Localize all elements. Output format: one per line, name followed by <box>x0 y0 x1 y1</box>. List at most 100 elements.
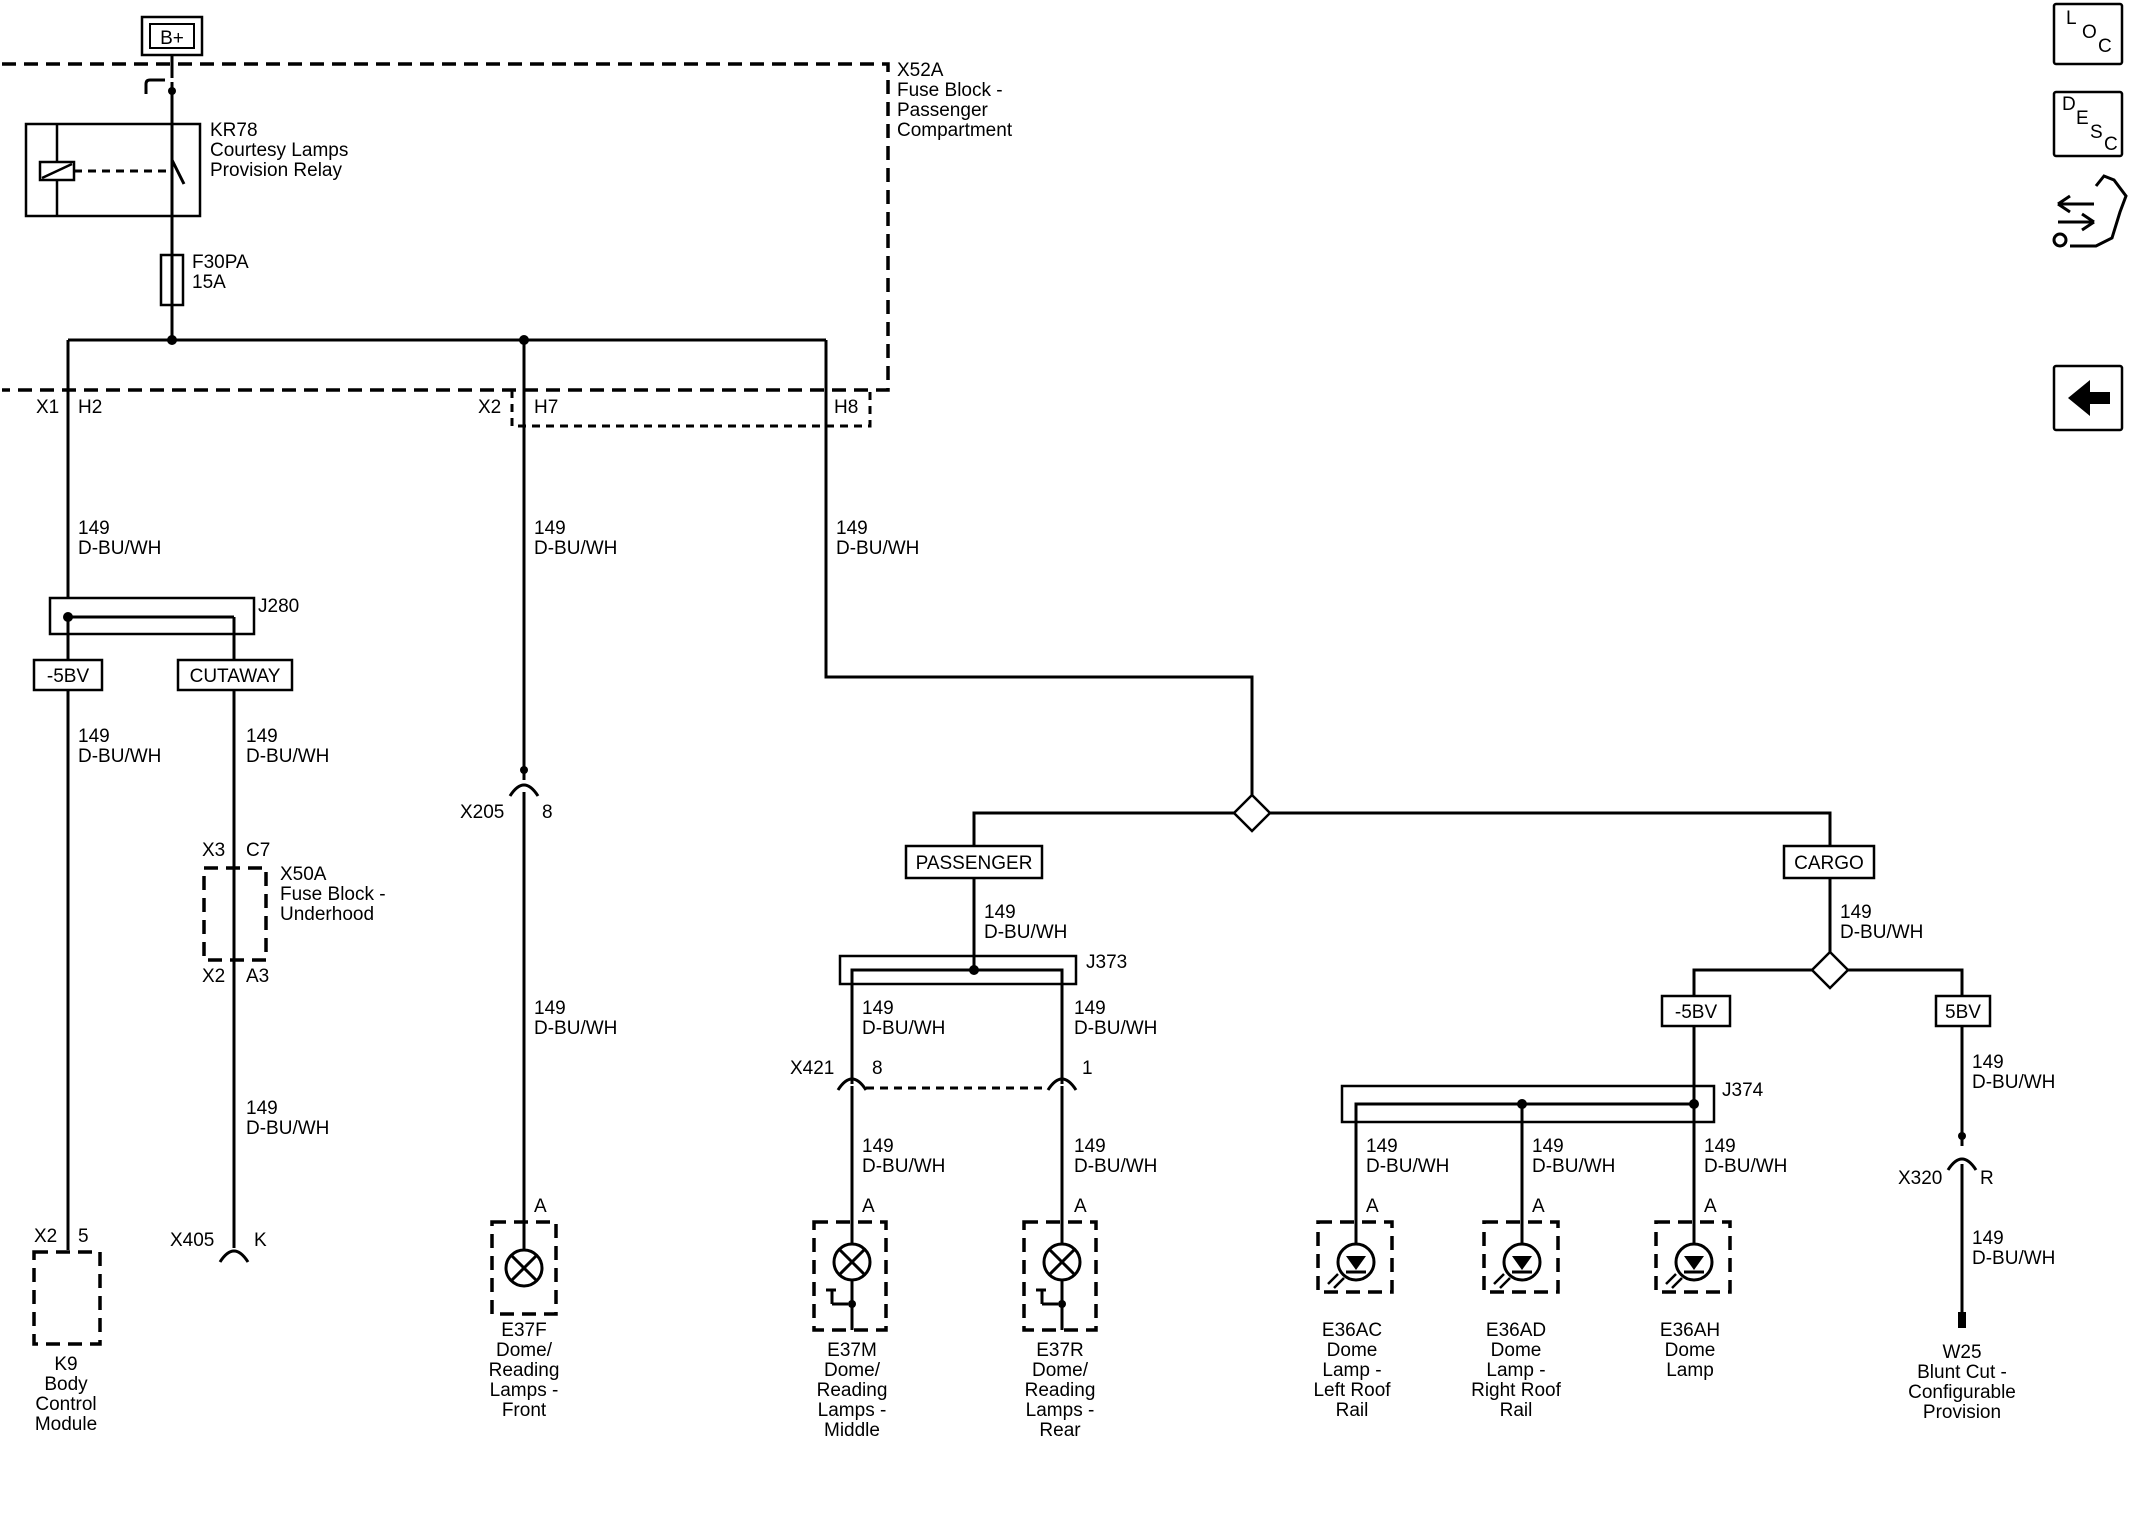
option-cargo <box>1782 844 1876 880</box>
body-control-module <box>32 1250 102 1346</box>
svg-text:8: 8 <box>872 1058 883 1079</box>
option-split-diamond <box>1232 793 1272 833</box>
svg-text:1: 1 <box>1082 1058 1093 1079</box>
svg-text:Reading: Reading <box>1025 1380 1096 1401</box>
dome-lamp-middle <box>812 1220 888 1332</box>
svg-text:149: 149 <box>246 1098 278 1119</box>
svg-text:Left Roof: Left Roof <box>1313 1380 1391 1401</box>
svg-text:Passenger: Passenger <box>897 100 989 121</box>
svg-text:149: 149 <box>1366 1136 1398 1157</box>
svg-text:A: A <box>1366 1196 1379 1217</box>
svg-text:E37F: E37F <box>501 1320 546 1341</box>
svg-text:S: S <box>2090 122 2103 143</box>
svg-text:Underhood: Underhood <box>280 904 374 925</box>
svg-text:Middle: Middle <box>824 1420 880 1441</box>
svg-text:D-BU/WH: D-BU/WH <box>1532 1156 1615 1177</box>
svg-text:A: A <box>862 1196 875 1217</box>
battery-positive-terminal: B+ <box>140 15 204 57</box>
svg-text:149: 149 <box>78 518 110 539</box>
fuse-block-passenger-id: X52A <box>897 60 944 81</box>
svg-text:L: L <box>2066 8 2077 29</box>
svg-text:B+: B+ <box>160 28 184 49</box>
dome-lamp-e36ah <box>1654 1220 1732 1294</box>
svg-text:149: 149 <box>1840 902 1872 923</box>
svg-text:D: D <box>2062 94 2076 115</box>
svg-text:Lamp: Lamp <box>1666 1360 1714 1381</box>
svg-text:J374: J374 <box>1722 1080 1764 1101</box>
svg-text:149: 149 <box>1074 1136 1106 1157</box>
svg-text:D-BU/WH: D-BU/WH <box>984 922 1067 943</box>
svg-text:Dome/: Dome/ <box>824 1360 881 1381</box>
description-button[interactable]: D E S C <box>2052 90 2124 158</box>
svg-text:K: K <box>254 1230 267 1251</box>
svg-text:Dome: Dome <box>1491 1340 1542 1361</box>
svg-text:A3: A3 <box>246 966 269 987</box>
back-button[interactable] <box>2052 364 2124 432</box>
svg-text:CUTAWAY: CUTAWAY <box>190 666 281 687</box>
dome-lamp-rear <box>1022 1220 1098 1332</box>
svg-text:J373: J373 <box>1086 952 1127 973</box>
svg-text:Dome: Dome <box>1665 1340 1716 1361</box>
svg-text:Provision Relay: Provision Relay <box>210 160 342 181</box>
svg-text:A: A <box>1074 1196 1087 1217</box>
svg-text:Lamp -: Lamp - <box>1322 1360 1381 1381</box>
splice-j280 <box>48 596 256 636</box>
svg-text:15A: 15A <box>192 272 226 293</box>
svg-text:W25: W25 <box>1942 1342 1981 1363</box>
svg-text:149: 149 <box>246 726 278 747</box>
svg-text:A: A <box>1532 1196 1545 1217</box>
option-5bv <box>1934 994 1992 1028</box>
connector-x320 <box>1946 1157 1978 1171</box>
svg-text:Rail: Rail <box>1336 1400 1369 1421</box>
svg-text:Rail: Rail <box>1500 1400 1533 1421</box>
svg-text:H2: H2 <box>78 397 102 418</box>
svg-text:149: 149 <box>1704 1136 1736 1157</box>
back-arrow-icon <box>2068 380 2110 416</box>
svg-text:Dome: Dome <box>1327 1340 1378 1361</box>
svg-text:149: 149 <box>1972 1228 2004 1249</box>
svg-text:149: 149 <box>1532 1136 1564 1157</box>
svg-text:Dome/: Dome/ <box>496 1340 553 1361</box>
relay-id: KR78 <box>210 120 258 141</box>
svg-text:H8: H8 <box>834 397 858 418</box>
svg-text:E37R: E37R <box>1036 1340 1084 1361</box>
option-cutaway <box>176 658 294 692</box>
svg-text:H7: H7 <box>534 397 558 418</box>
connector-view-icon[interactable] <box>2052 174 2128 248</box>
svg-text:149: 149 <box>1074 998 1106 1019</box>
svg-text:X421: X421 <box>790 1058 834 1079</box>
svg-text:A: A <box>1704 1196 1717 1217</box>
svg-text:Blunt Cut -: Blunt Cut - <box>1917 1362 2007 1383</box>
svg-text:D-BU/WH: D-BU/WH <box>1074 1018 1157 1039</box>
svg-text:Compartment: Compartment <box>897 120 1013 141</box>
svg-text:X2: X2 <box>34 1226 57 1247</box>
svg-text:Control: Control <box>35 1394 96 1415</box>
svg-text:X205: X205 <box>460 802 504 823</box>
svg-text:149: 149 <box>984 902 1016 923</box>
blunt-cut-end <box>1958 1312 1966 1328</box>
courtesy-lamps-relay <box>24 122 202 218</box>
svg-text:CARGO: CARGO <box>1794 853 1864 874</box>
svg-text:Reading: Reading <box>817 1380 888 1401</box>
svg-text:X50A: X50A <box>280 864 327 885</box>
svg-text:5: 5 <box>78 1226 89 1247</box>
svg-text:D-BU/WH: D-BU/WH <box>1366 1156 1449 1177</box>
svg-text:D-BU/WH: D-BU/WH <box>534 538 617 559</box>
svg-text:Dome/: Dome/ <box>1032 1360 1089 1381</box>
location-button[interactable]: L O C <box>2052 2 2124 66</box>
svg-text:X2: X2 <box>202 966 225 987</box>
svg-text:D-BU/WH: D-BU/WH <box>246 746 329 767</box>
svg-text:A: A <box>534 1196 547 1217</box>
svg-text:Lamps -: Lamps - <box>818 1400 887 1421</box>
svg-text:E36AD: E36AD <box>1486 1320 1546 1341</box>
svg-text:D-BU/WH: D-BU/WH <box>78 538 161 559</box>
svg-text:8: 8 <box>542 802 553 823</box>
svg-text:Lamps -: Lamps - <box>1026 1400 1095 1421</box>
splice-j373 <box>838 954 1078 986</box>
svg-text:149: 149 <box>534 998 566 1019</box>
svg-text:D-BU/WH: D-BU/WH <box>1074 1156 1157 1177</box>
fuse-block-passenger-boundary <box>2 62 890 392</box>
svg-text:C7: C7 <box>246 840 270 861</box>
svg-text:D-BU/WH: D-BU/WH <box>1704 1156 1787 1177</box>
